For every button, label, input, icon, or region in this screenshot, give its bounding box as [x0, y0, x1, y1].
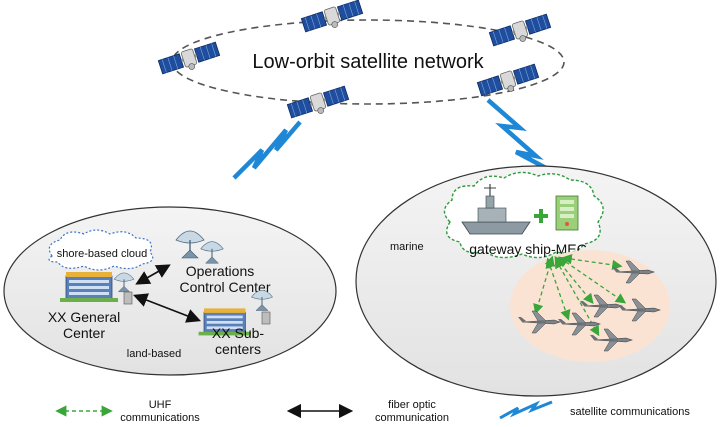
gateway-ship-icon: [461, 184, 531, 235]
legend-satellite-label: satellite communications: [570, 406, 690, 418]
legend-fiber-label-line1: fiber optic: [388, 399, 436, 411]
general-center-label-line2: Center: [63, 325, 105, 341]
marine-region-label: marine: [390, 241, 424, 253]
mec-server-icon: [555, 195, 579, 231]
land-region-label: land-based: [127, 348, 181, 360]
sub-centers-label-line1: XX Sub-: [212, 325, 264, 341]
satellite-icon: [300, 0, 365, 38]
satellite-link-marine: [486, 98, 548, 170]
plus-icon: [534, 209, 548, 223]
fiber-link-general-ops: [135, 264, 171, 285]
satellite-network: Low-orbit satellite network: [157, 0, 565, 124]
legend: UHF communications fiber optic communica…: [55, 399, 690, 424]
shore-based-cloud: shore-based cloud: [48, 229, 154, 271]
general-center-server-icon: [123, 291, 133, 305]
sub-centers-label-line2: centers: [215, 341, 261, 357]
marine-region: marine gateway ship-MEC: [355, 165, 717, 397]
land-region: shore-based cloud Operations Control Cen…: [3, 206, 337, 376]
shore-based-cloud-label: shore-based cloud: [57, 248, 148, 260]
uhf-links: [533, 253, 627, 337]
satellite-network-title: Low-orbit satellite network: [252, 51, 484, 73]
gateway-label: gateway ship-MEC: [469, 241, 587, 257]
fiber-link-general-sub: [133, 293, 201, 323]
ops-center-label-line2: Control Center: [179, 279, 270, 295]
legend-uhf-label-line1: UHF: [149, 399, 172, 411]
legend-fiber-label-line2: communication: [375, 412, 449, 424]
ops-center-label-line1: Operations: [186, 263, 254, 279]
satellite-link-land: [232, 120, 302, 180]
sub-centers-server-icon: [261, 311, 271, 325]
gateway-cloud: [443, 171, 604, 259]
general-center-label-line1: XX General: [48, 309, 120, 325]
legend-uhf-label-line2: communications: [120, 412, 200, 424]
legend-satellite-symbol: [499, 400, 553, 420]
satellite-icon: [157, 40, 222, 80]
satellite-icon: [488, 12, 553, 52]
general-center-building-icon: [59, 271, 119, 303]
